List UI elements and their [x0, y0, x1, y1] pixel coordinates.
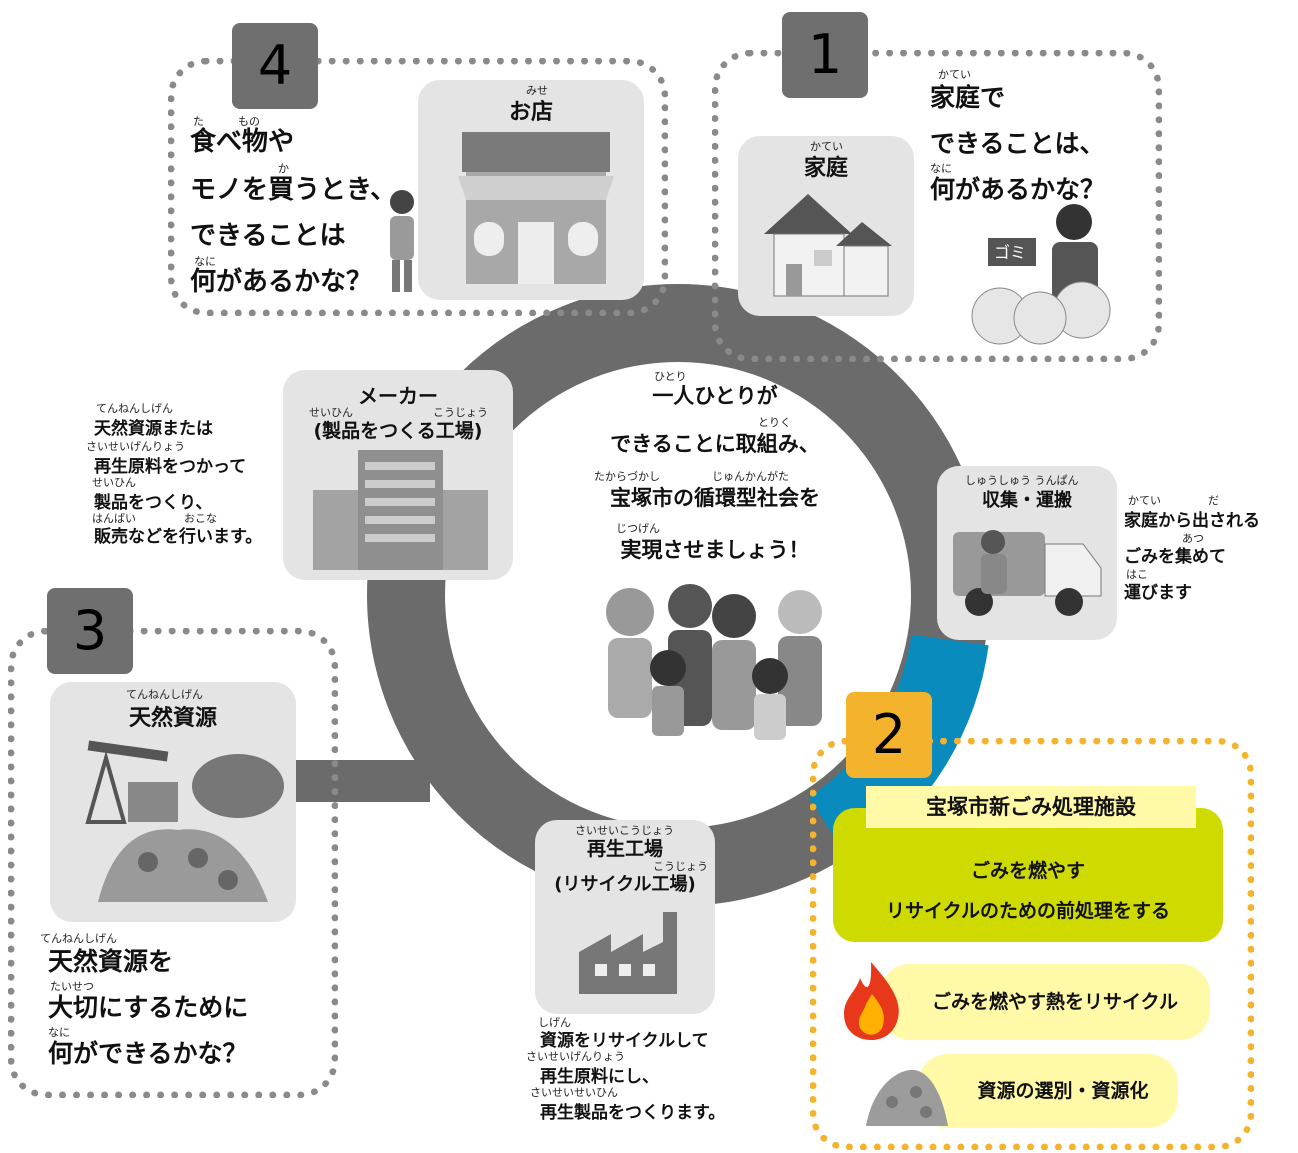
- section4-question-3: できることは: [190, 221, 346, 251]
- resources-card-ruby: てんねんしげん: [126, 688, 203, 701]
- home-card-ruby: かてい: [810, 140, 843, 153]
- center-line-1: 一人ひとりが: [652, 384, 778, 408]
- section1-frame: [712, 50, 1162, 362]
- resource-sorting-pill: 資源の選別・資源化: [918, 1054, 1178, 1128]
- scrap-pile-icon: [866, 1069, 948, 1126]
- facility-line-1: ごみを燃やす: [970, 860, 1085, 882]
- heat-recycle-pill: ごみを燃やす熱をリサイクル: [880, 964, 1210, 1040]
- recycle-desc-ruby2: さいせいげんりょう: [526, 1050, 625, 1063]
- home-card-title: 家庭: [803, 156, 848, 181]
- section4-ruby4: なに: [194, 255, 216, 268]
- section3-question-2: 大切にするために: [48, 993, 249, 1022]
- section4-question-1: 食べ物や: [190, 127, 295, 157]
- section4-question-2: モノを買うとき、: [190, 175, 397, 205]
- house-icon: [764, 194, 892, 297]
- collection-desc-2: ごみを集めて: [1124, 547, 1226, 567]
- center-line-2: できることに取組み、: [610, 432, 820, 456]
- ring-connector: [290, 760, 430, 802]
- section1-ruby3: なに: [930, 162, 952, 175]
- section1-ruby1: かてい: [938, 68, 971, 81]
- maker-desc-ruby4a: はんばい: [92, 512, 136, 525]
- section4-frame: [168, 58, 668, 316]
- garbage-sign-text: ゴミ: [994, 243, 1026, 262]
- shop-card-title: お店: [508, 100, 553, 125]
- center-ruby4: じつげん: [616, 522, 660, 535]
- section1-question-2: できることは、: [930, 129, 1105, 158]
- oil-pump-forest-icon: [85, 740, 284, 902]
- maker-card-subtitle: (製品をつくる工場): [313, 420, 483, 442]
- section3-ruby1: てんねんしげん: [40, 932, 117, 945]
- recycle-desc-ruby1: しげん: [538, 1016, 571, 1029]
- garbage-truck-icon: [953, 530, 1102, 616]
- maker-desc-1: 天然資源または: [94, 419, 213, 439]
- recycle-desc-1: 資源をリサイクルして: [540, 1031, 709, 1051]
- section3-question-1: 天然資源を: [48, 947, 174, 976]
- recycle-card: さいせいこうじょう 再生工場 こうじょう (リサイクル工場): [535, 820, 715, 1014]
- center-line-4: 実現させましょう！: [620, 538, 810, 562]
- section3-number: 3: [47, 588, 133, 674]
- maker-desc-4: 販売などを行います。: [94, 527, 263, 547]
- recycle-factory-icon: [579, 912, 677, 994]
- collection-desc-ruby1a: かてい: [1128, 494, 1161, 507]
- resources-card: てんねんしげん 天然資源: [50, 682, 296, 922]
- maker-card: メーカー せいひん こうじょう (製品をつくる工場): [283, 370, 513, 580]
- recycle-desc-ruby3: さいせいせいひん: [530, 1086, 618, 1099]
- factory-building-icon: [313, 450, 488, 570]
- maker-ruby-b: こうじょう: [433, 406, 488, 419]
- collection-desc-ruby1b: だ: [1208, 494, 1219, 507]
- recycle-ruby2: こうじょう: [653, 860, 708, 873]
- facility-line-2: リサイクルのための前処理をする: [885, 900, 1171, 922]
- shop-card: みせ お店: [418, 80, 644, 300]
- collection-ruby: しゅうしゅう うんぱん: [965, 474, 1079, 487]
- shop-card-ruby: みせ: [526, 84, 548, 97]
- section4-ruby2: か: [278, 162, 289, 175]
- collection-card-title: 収集・運搬: [982, 490, 1072, 511]
- recycle-card-title: 再生工場: [586, 838, 663, 860]
- section3-ruby2: たいせつ: [50, 980, 94, 993]
- section2-frame: [810, 738, 1254, 1150]
- maker-desc-ruby2: さいせいげんりょう: [86, 440, 185, 453]
- facility-header: 宝塚市新ごみ処理施設: [866, 786, 1196, 828]
- section1-number: 1: [782, 12, 868, 98]
- section3-question-3: 何ができるかな？: [48, 1039, 248, 1068]
- collection-desc-3: 運びます: [1124, 583, 1192, 603]
- collection-desc-ruby2: あつ: [1182, 532, 1204, 545]
- center-ruby1: ひとり: [654, 370, 687, 383]
- collection-card: しゅうしゅう うんぱん 収集・運搬: [937, 466, 1117, 640]
- maker-desc-ruby4b: おこな: [184, 512, 217, 525]
- fire-icon: [844, 962, 899, 1040]
- section1-question-1: 家庭で: [930, 83, 1006, 112]
- center-ruby2: とりく: [758, 416, 791, 429]
- maker-desc-ruby3: せいひん: [92, 476, 136, 489]
- maker-ruby-a: せいひん: [309, 406, 353, 419]
- section3-ruby3: なに: [48, 1026, 70, 1039]
- family-group-icon: [606, 584, 822, 740]
- resources-card-title: 天然資源: [128, 706, 217, 731]
- recycle-card-subtitle: (リサイクル工場): [554, 874, 696, 895]
- recycle-desc-3: 再生製品をつくります。: [540, 1103, 726, 1123]
- section4-ruby1a: た: [193, 115, 204, 128]
- recycle-desc-2: 再生原料にし、: [540, 1067, 659, 1087]
- maker-card-title: メーカー: [358, 384, 438, 408]
- section3-frame: [8, 628, 338, 1098]
- facility-box: [833, 808, 1223, 942]
- section1-question-3: 何があるかな？: [930, 175, 1106, 204]
- home-card: かてい 家庭: [738, 136, 914, 316]
- section4-question-4: 何があるかな？: [190, 267, 373, 297]
- center-line-3: 宝塚市の循環型社会を: [610, 486, 820, 510]
- man-garbage-icon: ゴミ: [971, 204, 1111, 345]
- section4-ruby1b: もの: [238, 115, 260, 128]
- collection-desc-1: 家庭から出される: [1124, 511, 1260, 531]
- collection-desc-ruby3: はこ: [1126, 568, 1148, 581]
- maker-desc-3: 製品をつくり、: [94, 493, 213, 513]
- section4-number: 4: [232, 23, 318, 109]
- shop-icon: [458, 132, 614, 284]
- maker-desc-2: 再生原料をつかって: [94, 457, 247, 477]
- section2-number: 2: [846, 692, 932, 778]
- center-ruby3b: じゅんかんがた: [712, 470, 789, 483]
- maker-desc-ruby1: てんねんしげん: [96, 402, 173, 415]
- center-ruby3a: たからづかし: [594, 470, 660, 483]
- recycle-ruby1: さいせいこうじょう: [575, 824, 674, 837]
